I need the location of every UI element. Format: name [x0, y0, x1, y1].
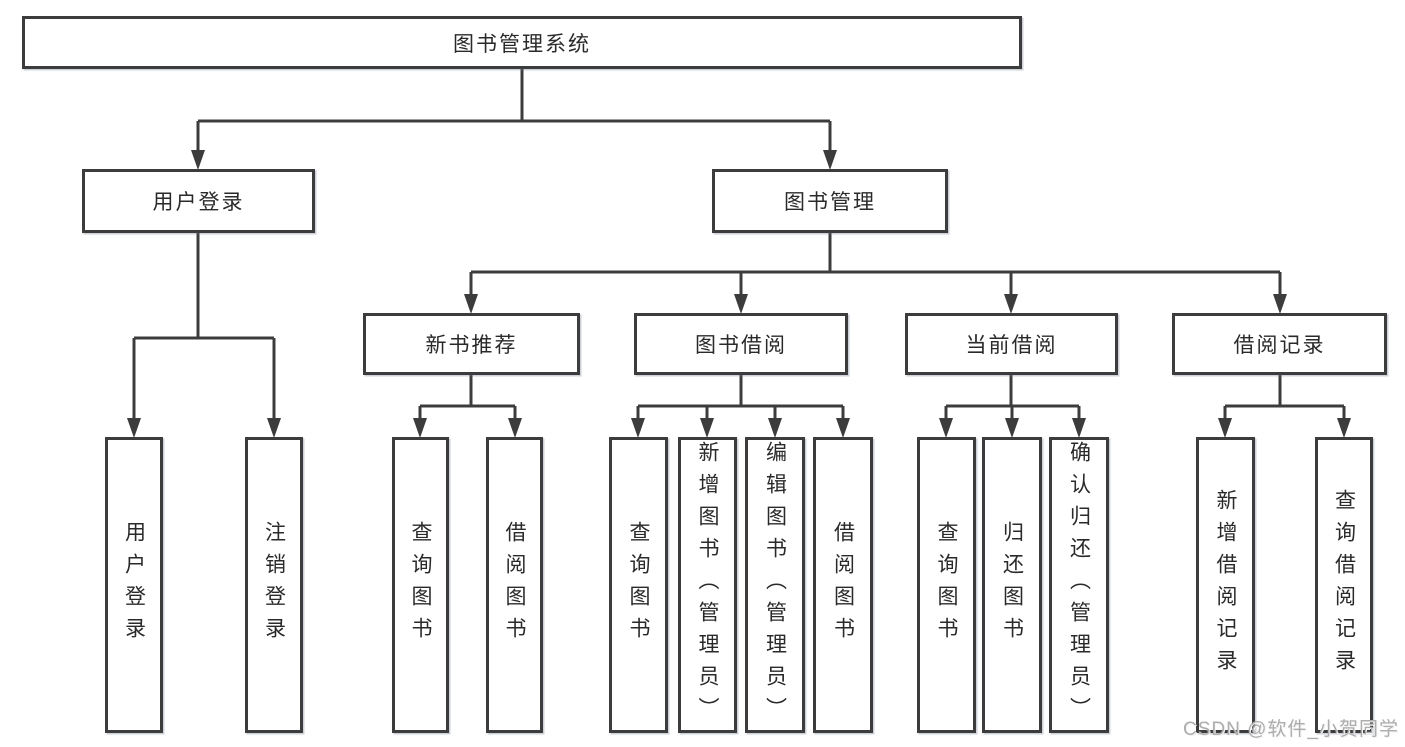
- arrow-down-icon: [1218, 418, 1232, 438]
- connector: [132, 233, 276, 421]
- arrow-down-icon: [191, 150, 205, 170]
- node-label: 编辑图书（管理员）: [763, 441, 787, 729]
- node-label: 用户登录: [122, 521, 146, 649]
- arrowheads: [127, 150, 1351, 438]
- leaf-edit-book-admin: 编辑图书（管理员）: [745, 437, 805, 733]
- leaf-query-books-current: 查询图书: [917, 437, 976, 733]
- connector: [196, 69, 832, 152]
- arrow-down-icon: [1273, 294, 1287, 314]
- leaf-user-login: 用户登录: [105, 437, 163, 733]
- arrow-down-icon: [700, 418, 714, 438]
- node-book-borrow: 图书借阅: [634, 313, 848, 375]
- node-label: 查询图书: [627, 521, 650, 649]
- connector: [418, 375, 517, 421]
- connector: [636, 375, 845, 421]
- leaf-return-book: 归还图书: [982, 437, 1042, 733]
- node-label: 图书借阅: [695, 334, 787, 357]
- arrow-down-icon: [1072, 418, 1086, 438]
- arrow-down-icon: [267, 418, 281, 438]
- node-label: 新增图书（管理员）: [696, 441, 719, 729]
- leaf-query-books-borrow: 查询图书: [609, 437, 668, 733]
- node-label: 新书推荐: [425, 334, 518, 357]
- node-current-borrow: 当前借阅: [905, 313, 1118, 375]
- leaf-borrow-books-recommend: 借阅图书: [486, 437, 543, 733]
- node-book-management: 图书管理: [712, 169, 948, 233]
- leaf-query-books-recommend: 查询图书: [392, 437, 449, 733]
- node-label: 注销登录: [262, 521, 286, 649]
- node-user-login: 用户登录: [82, 169, 315, 233]
- node-label: 借阅图书: [831, 521, 855, 649]
- node-label: 确认归还（管理员）: [1067, 441, 1091, 729]
- node-label: 查询图书: [935, 521, 958, 649]
- connector-lines: [132, 69, 1346, 421]
- node-label: 查询图书: [409, 521, 432, 649]
- arrow-down-icon: [823, 150, 837, 170]
- leaf-borrow-books: 借阅图书: [813, 437, 873, 733]
- node-library-system: 图书管理系统: [22, 16, 1022, 69]
- connector: [944, 375, 1081, 421]
- node-borrow-records: 借阅记录: [1172, 313, 1387, 375]
- arrow-down-icon: [939, 418, 953, 438]
- connector: [469, 233, 1282, 297]
- node-label: 归还图书: [1000, 521, 1024, 649]
- arrow-down-icon: [1005, 418, 1019, 438]
- arrow-down-icon: [413, 418, 427, 438]
- node-label: 图书管理系统: [453, 32, 591, 56]
- arrow-down-icon: [1337, 418, 1351, 438]
- arrow-down-icon: [836, 418, 850, 438]
- node-label: 借阅记录: [1233, 334, 1326, 357]
- node-label: 图书管理: [784, 191, 876, 214]
- connector: [1223, 375, 1346, 421]
- node-label: 借阅图书: [503, 521, 526, 649]
- arrow-down-icon: [127, 418, 141, 438]
- node-label: 用户登录: [152, 191, 245, 214]
- leaf-confirm-return-admin: 确认归还（管理员）: [1049, 437, 1109, 733]
- arrow-down-icon: [464, 294, 478, 314]
- watermark: CSDN @软件_小贺同学: [1183, 719, 1399, 740]
- leaf-logout: 注销登录: [245, 437, 303, 733]
- node-label: 查询借阅记录: [1332, 489, 1356, 681]
- arrow-down-icon: [768, 418, 782, 438]
- arrow-down-icon: [508, 418, 522, 438]
- arrow-down-icon: [631, 418, 645, 438]
- arrow-down-icon: [734, 294, 748, 314]
- leaf-add-borrow-record: 新增借阅记录: [1196, 437, 1255, 733]
- leaf-add-book-admin: 新增图书（管理员）: [678, 437, 737, 733]
- node-new-book-recommend: 新书推荐: [363, 313, 580, 375]
- node-label: 当前借阅: [965, 334, 1058, 357]
- leaf-query-borrow-record: 查询借阅记录: [1315, 437, 1373, 733]
- node-label: 新增借阅记录: [1214, 489, 1237, 681]
- arrow-down-icon: [1004, 294, 1018, 314]
